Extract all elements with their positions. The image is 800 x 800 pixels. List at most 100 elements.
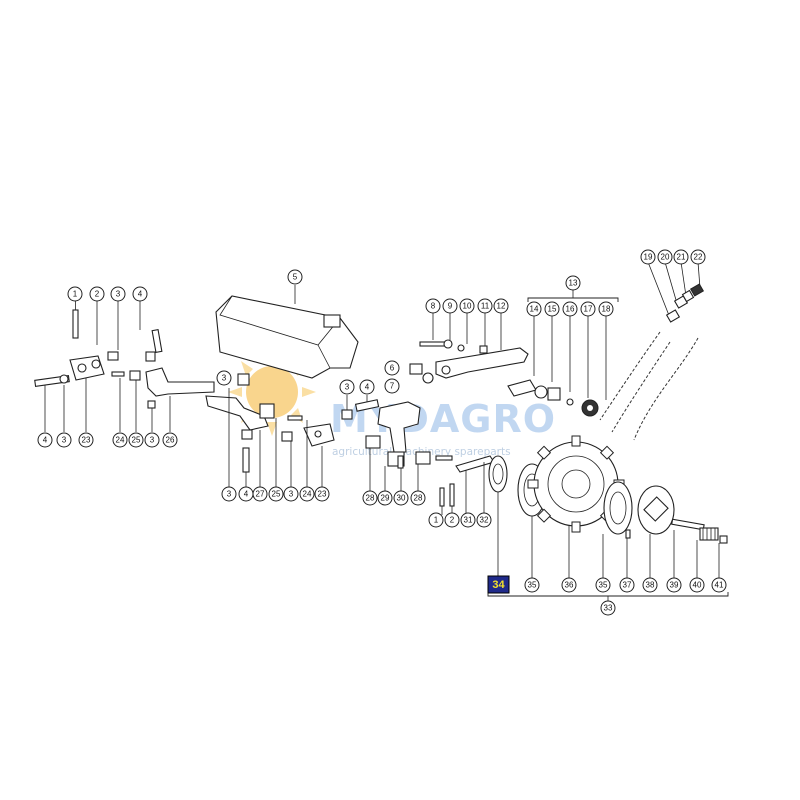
- svg-text:17: 17: [584, 305, 593, 314]
- callout-36: 36: [561, 577, 577, 593]
- svg-text:34: 34: [492, 579, 505, 591]
- callout-7: 7: [384, 378, 400, 394]
- chain-link-19: [665, 309, 681, 323]
- pin-1: [72, 309, 79, 339]
- washer-17: [566, 398, 574, 406]
- callout-4: 4: [132, 286, 148, 302]
- nut-41: [719, 535, 728, 544]
- bracket: [377, 401, 421, 453]
- svg-text:10: 10: [463, 302, 472, 311]
- svg-text:41: 41: [715, 581, 724, 590]
- callout-34-highlighted[interactable]: 34: [487, 575, 510, 594]
- chain-assembly: [599, 261, 705, 441]
- svg-text:13: 13: [569, 279, 578, 288]
- svg-text:26: 26: [166, 436, 175, 445]
- callout-3: 3: [56, 432, 72, 448]
- callout-40: 40: [689, 577, 705, 593]
- callout-13: 13: [565, 275, 581, 291]
- svg-text:7: 7: [390, 382, 395, 391]
- callout-31: 31: [460, 512, 476, 528]
- svg-text:9: 9: [448, 302, 453, 311]
- callout-27: 27: [252, 486, 268, 502]
- svg-text:23: 23: [82, 436, 91, 445]
- yoke-23: [69, 355, 105, 381]
- nut-3-lower-mid: [241, 429, 253, 440]
- bushing-28-left: [365, 435, 381, 449]
- yoke-27: [205, 395, 269, 431]
- callout-25: 25: [128, 432, 144, 448]
- callout-24: 24: [299, 486, 315, 502]
- lever-12: [435, 347, 529, 379]
- spring-40: [699, 527, 719, 541]
- svg-text:23: 23: [318, 490, 327, 499]
- friction-ring-35-right: [603, 481, 633, 535]
- svg-text:1: 1: [434, 516, 439, 525]
- svg-text:3: 3: [150, 436, 155, 445]
- svg-text:3: 3: [345, 383, 350, 392]
- svg-text:29: 29: [381, 494, 390, 503]
- svg-text:33: 33: [604, 604, 613, 613]
- svg-text:25: 25: [132, 436, 141, 445]
- svg-text:19: 19: [644, 253, 653, 262]
- svg-text:3: 3: [62, 436, 67, 445]
- svg-text:22: 22: [694, 253, 703, 262]
- bolt-6: [409, 363, 423, 375]
- callout-38: 38: [642, 577, 658, 593]
- svg-text:36: 36: [565, 581, 574, 590]
- callout-20: 20: [657, 249, 673, 265]
- callout-3: 3: [110, 286, 126, 302]
- svg-text:3: 3: [227, 490, 232, 499]
- pin-1-right: [435, 455, 453, 461]
- svg-text:39: 39: [670, 581, 679, 590]
- svg-text:3: 3: [222, 374, 227, 383]
- svg-text:35: 35: [528, 581, 537, 590]
- svg-text:30: 30: [397, 494, 406, 503]
- callout-8: 8: [425, 298, 441, 314]
- svg-text:35: 35: [599, 581, 608, 590]
- callout-17: 17: [580, 301, 596, 317]
- clutch-assembly-33: [487, 435, 729, 602]
- pin-2-right: [449, 483, 455, 507]
- nut-3-lower: [147, 400, 156, 409]
- callout-9: 9: [442, 298, 458, 314]
- pin-14: [507, 379, 537, 397]
- svg-text:38: 38: [646, 581, 655, 590]
- svg-text:4: 4: [244, 490, 249, 499]
- callout-23: 23: [78, 432, 94, 448]
- washer-7: [422, 372, 434, 384]
- callout-3: 3: [144, 432, 160, 448]
- bolt-4-bracket: [354, 399, 380, 412]
- callout-23: 23: [314, 486, 330, 502]
- svg-text:21: 21: [677, 253, 686, 262]
- bushing-16: [547, 387, 561, 401]
- bolt-4-mid: [242, 447, 250, 473]
- svg-text:11: 11: [481, 302, 490, 311]
- callout-4: 4: [37, 432, 53, 448]
- bolt-39: [671, 518, 705, 531]
- svg-text:4: 4: [365, 383, 370, 392]
- svg-text:24: 24: [116, 436, 125, 445]
- nut-3-right: [281, 431, 293, 442]
- middle-coupling-assembly: [205, 373, 335, 488]
- svg-text:15: 15: [548, 305, 557, 314]
- callout-39: 39: [666, 577, 682, 593]
- callout-33: 33: [600, 600, 616, 616]
- lever-assembly: [409, 313, 529, 384]
- svg-text:12: 12: [497, 302, 506, 311]
- pin-24-mid: [287, 415, 303, 421]
- callout-37: 37: [619, 577, 635, 593]
- left-coupling-assembly: [34, 300, 215, 432]
- pin-1-lower: [439, 487, 445, 507]
- svg-text:24: 24: [303, 490, 312, 499]
- callout-41: 41: [711, 577, 727, 593]
- callout-3: 3: [339, 379, 355, 395]
- block-25-mid: [259, 403, 275, 419]
- chain-link-21: [681, 289, 695, 303]
- shaft-31: [455, 455, 495, 473]
- callout-24: 24: [112, 432, 128, 448]
- svg-text:8: 8: [431, 302, 436, 311]
- callout-4: 4: [359, 379, 375, 395]
- svg-text:40: 40: [693, 581, 702, 590]
- svg-text:3: 3: [289, 490, 294, 499]
